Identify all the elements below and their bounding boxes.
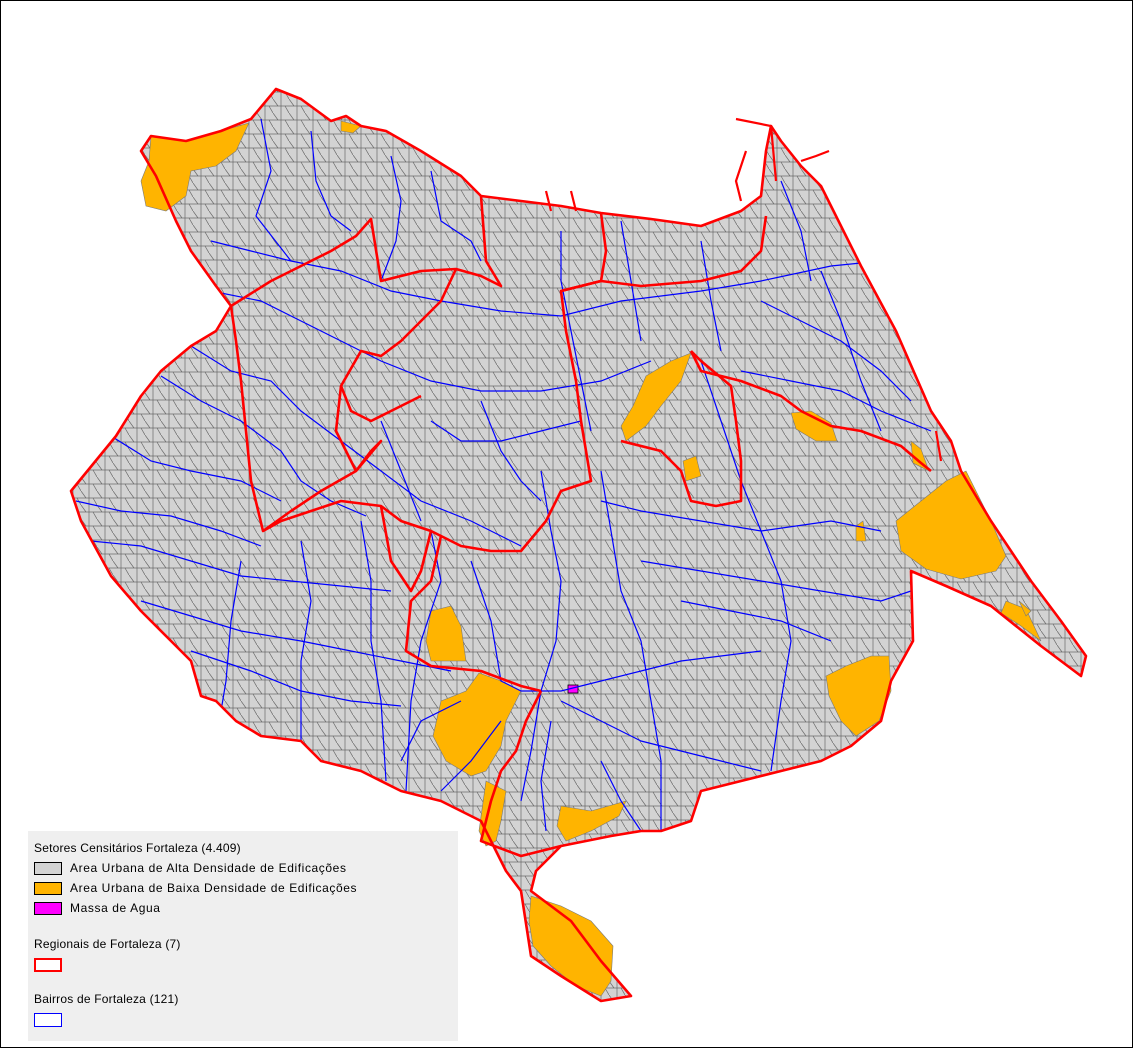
regional-border-swatch [34,958,62,972]
legend-item-regionais [34,957,70,973]
legend-item-high-density: Area Urbana de Alta Densidade de Edifica… [34,860,347,876]
legend-bairros-title: Bairros de Fortaleza (121) [34,992,179,1006]
legend-item-label: Area Urbana de Alta Densidade de Edifica… [70,861,347,875]
legend-item-bairros [34,1012,70,1028]
legend-regionais-title: Regionais de Fortaleza (7) [34,937,181,951]
low-density-swatch [34,881,62,895]
city-area [71,89,1086,1001]
legend-item-low-density: Area Urbana de Baixa Densidade de Edific… [34,880,357,896]
water-swatch [34,901,62,915]
bairro-border-swatch [34,1013,62,1027]
legend-item-label: Massa de Agua [70,901,161,915]
legend-item-label: Area Urbana de Baixa Densidade de Edific… [70,881,358,895]
map-legend: Setores Censitários Fortaleza (4.409) Ar… [28,831,458,1041]
coastline-details [544,117,943,462]
regional-borders [69,87,1088,1003]
high-density-swatch [34,861,62,875]
legend-item-water: Massa de Agua [34,900,161,916]
legend-sectors-title: Setores Censitários Fortaleza (4.409) [34,841,241,855]
